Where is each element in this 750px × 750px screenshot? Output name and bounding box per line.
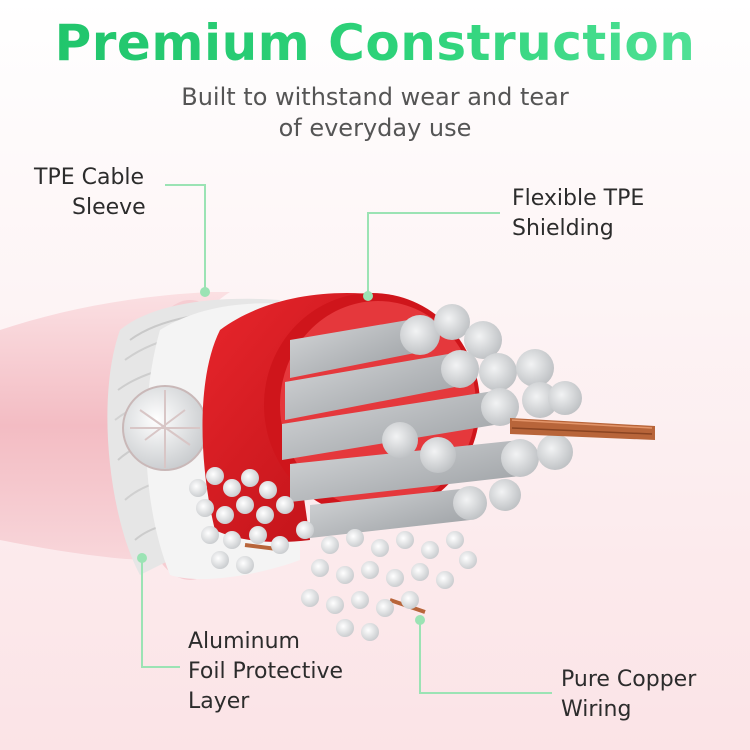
label-line: Sleeve (72, 195, 146, 220)
subtitle-line-1: Built to withstand wear and tear (181, 83, 569, 111)
label-line: Layer (188, 689, 250, 714)
callout-lines (137, 184, 552, 694)
label-line: Foil Protective (188, 659, 343, 684)
callout-label-tpe-cable-sleeve: TPE Cable Sleeve (34, 163, 146, 223)
callout-label-flexible-tpe-shielding: Flexible TPE Shielding (512, 184, 644, 244)
callout-dot-shield (363, 291, 373, 301)
small-strand-bundles (189, 467, 477, 641)
callout-dot-sleeve (200, 287, 210, 297)
label-line: Pure Copper (561, 667, 697, 692)
label-line: TPE Cable (34, 165, 145, 190)
callout-line-foil (141, 560, 180, 668)
callout-label-pure-copper-wiring: Pure Copper Wiring (561, 665, 696, 725)
callout-line-sleeve (165, 184, 206, 290)
pure-copper-wiring (244, 418, 655, 614)
page-title: Premium Construction (0, 14, 750, 72)
callout-line-shield (367, 212, 500, 294)
conductor-strands (282, 304, 582, 538)
label-line: Shielding (512, 216, 614, 241)
callout-dot-foil (137, 553, 147, 563)
label-line: Aluminum (188, 629, 300, 654)
label-line: Flexible TPE (512, 186, 645, 211)
label-line: Wiring (561, 697, 632, 722)
callout-dot-copper (415, 615, 425, 625)
callout-label-aluminum-foil-layer: Aluminum Foil Protective Layer (188, 627, 343, 717)
callout-line-copper (419, 622, 552, 694)
subtitle-line-2: of everyday use (278, 114, 472, 142)
page-subtitle: Built to withstand wear and tear of ever… (0, 82, 750, 144)
